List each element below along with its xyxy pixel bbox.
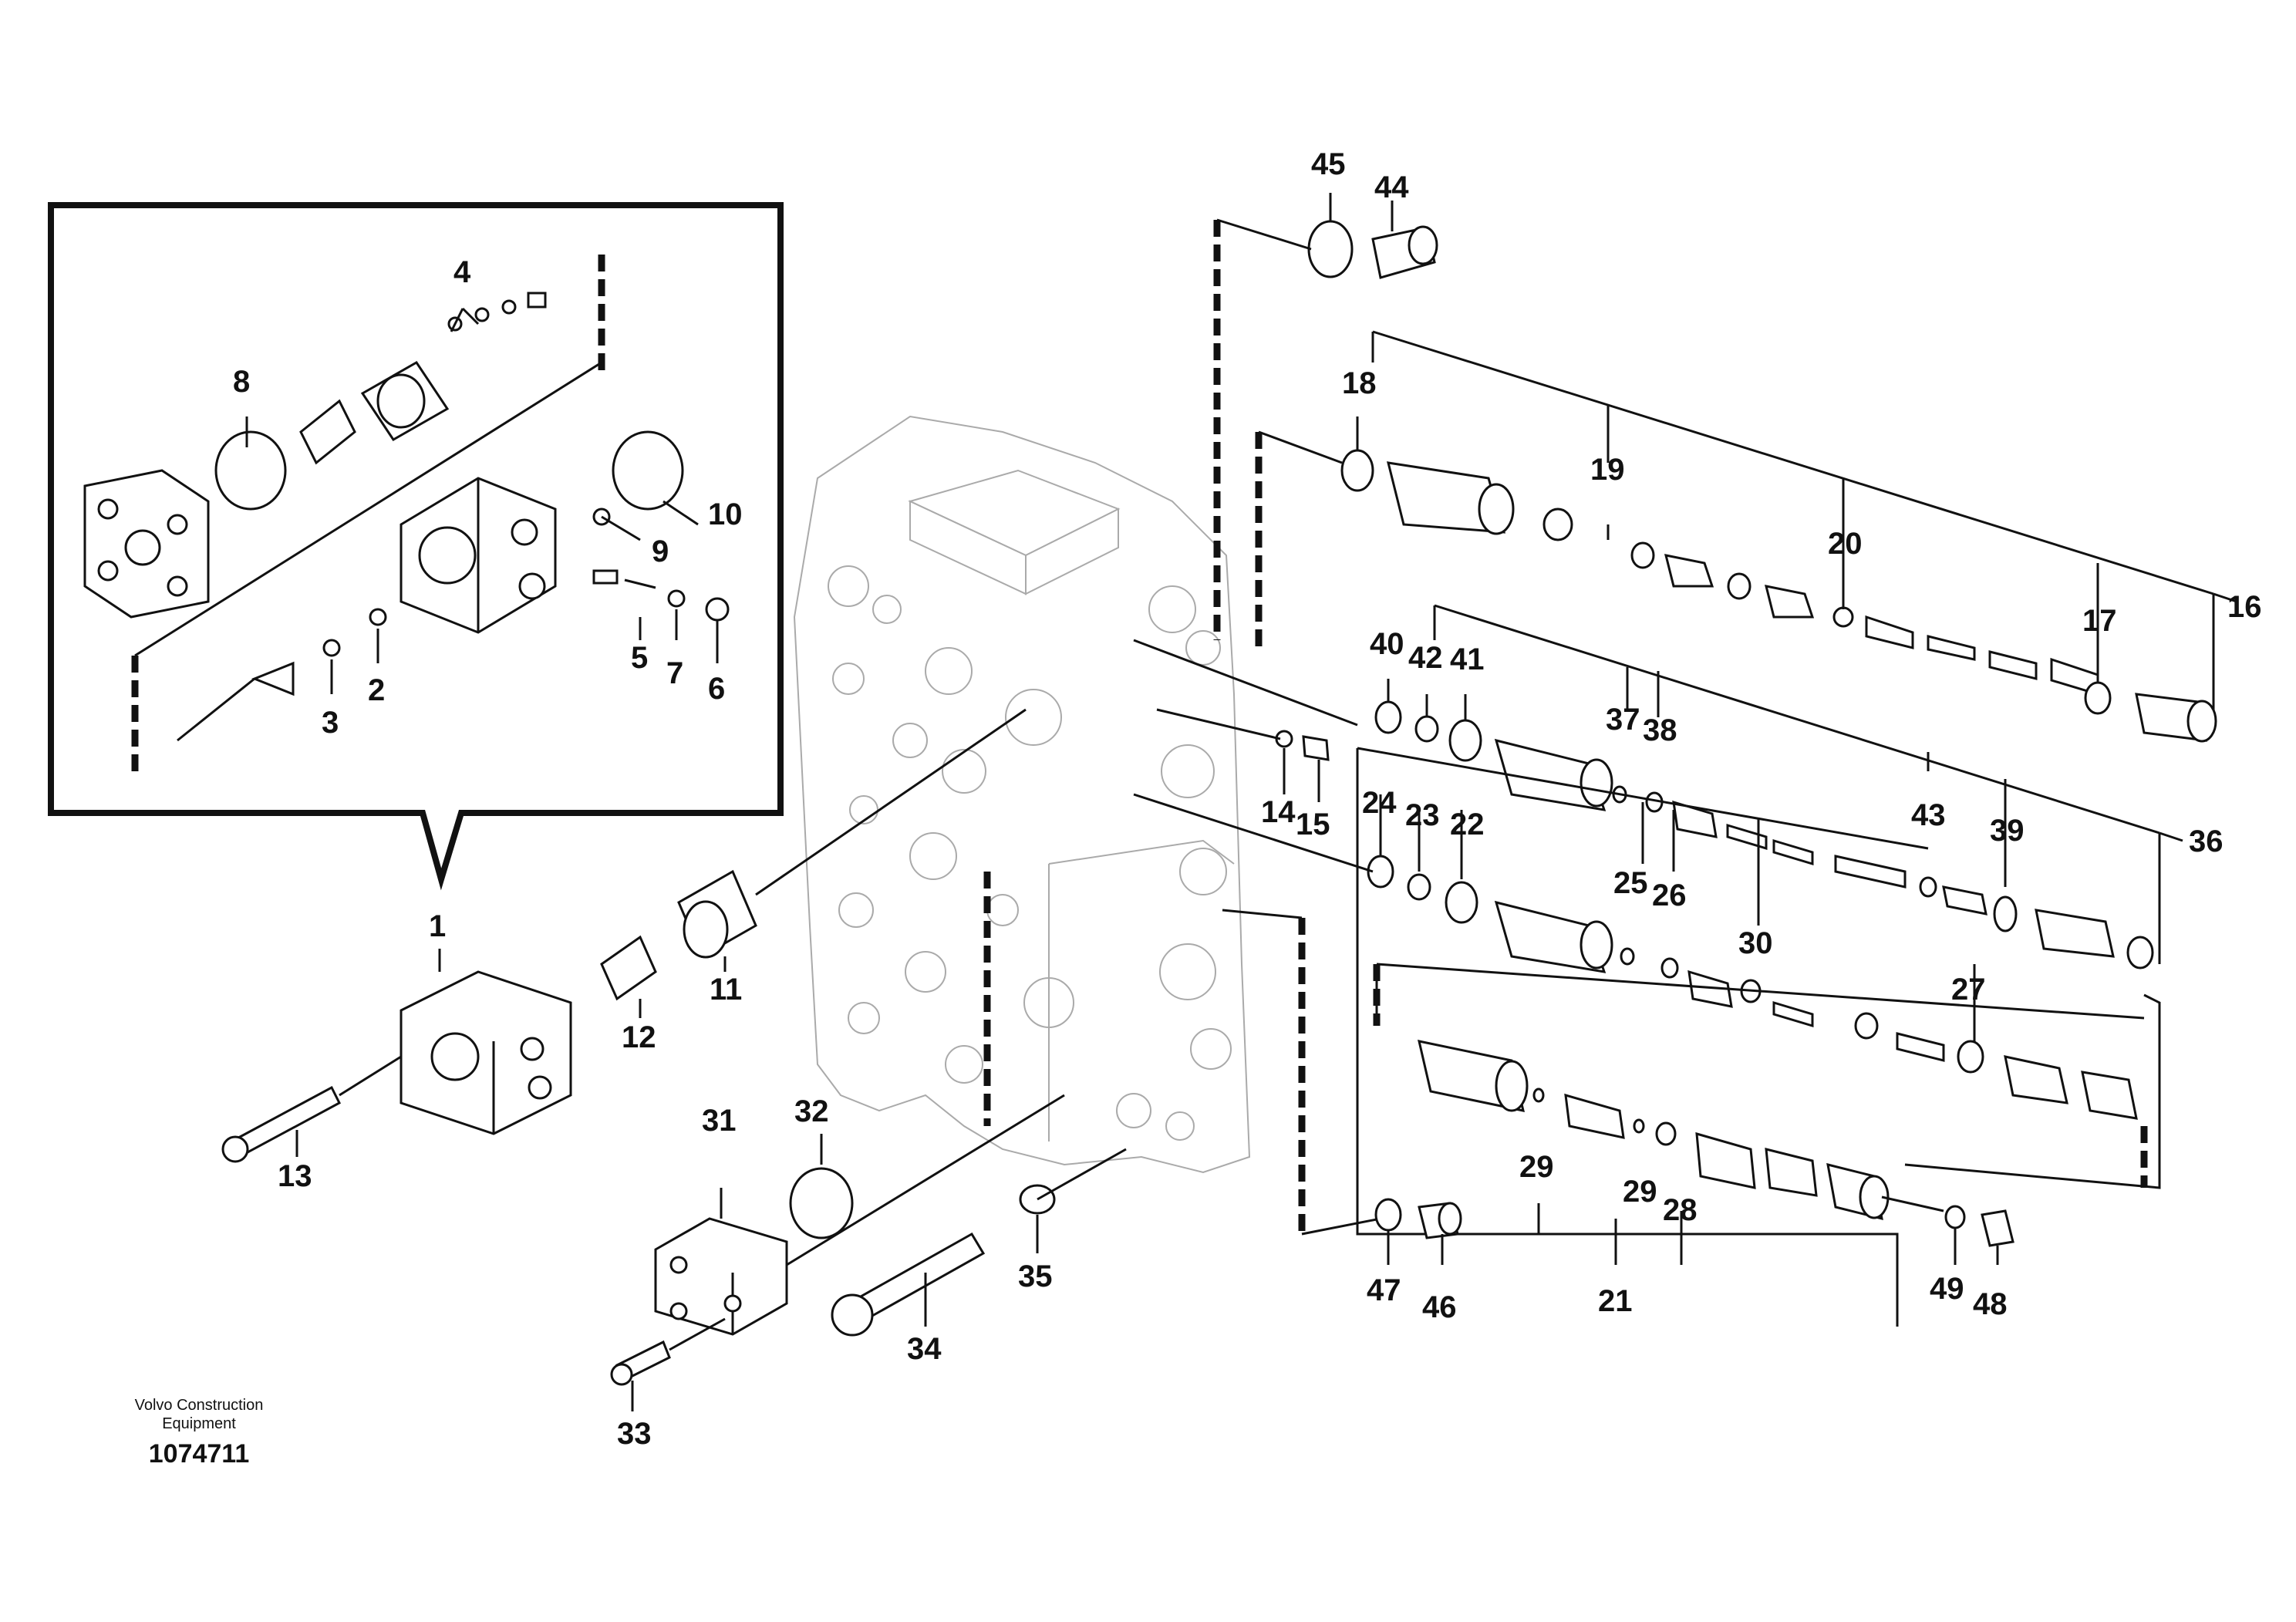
callout-25: 25 [1613, 866, 1648, 900]
callout-2: 2 [368, 673, 385, 707]
callout-17: 17 [2082, 604, 2117, 638]
callout-37: 37 [1606, 703, 1640, 737]
callout-42: 42 [1408, 641, 1443, 675]
callout-31: 31 [702, 1104, 737, 1138]
callout-26: 26 [1652, 878, 1687, 912]
dashed-reference-lines [131, 220, 2148, 1234]
callout-14: 14 [1261, 795, 1296, 829]
callout-12: 12 [622, 1020, 656, 1054]
callout-20: 20 [1828, 527, 1863, 561]
callout-8: 8 [233, 365, 250, 399]
lower-left-assembly [610, 1094, 1127, 1411]
callout-23: 23 [1405, 798, 1440, 832]
callout-38: 38 [1643, 713, 1677, 747]
callout-3: 3 [322, 706, 339, 740]
callout-13: 13 [278, 1159, 312, 1193]
callout-46: 46 [1422, 1290, 1457, 1324]
callout-7: 7 [666, 656, 683, 690]
callout-18: 18 [1342, 366, 1377, 400]
callout-40: 40 [1370, 627, 1404, 661]
callout-35: 35 [1018, 1259, 1053, 1293]
valve-housing [793, 415, 1251, 1174]
callout-45: 45 [1311, 147, 1346, 181]
callout-44: 44 [1374, 170, 1409, 204]
callout-33: 33 [617, 1417, 652, 1451]
callout-9: 9 [652, 534, 669, 568]
callout-43: 43 [1911, 798, 1946, 832]
callout-5: 5 [631, 641, 648, 675]
callout-labels: 1 2 3 4 5 6 7 8 9 10 11 12 13 14 15 16 1… [233, 147, 2262, 1451]
detail-inset-frame [48, 202, 784, 891]
right-assemblies [1133, 193, 2237, 1327]
callout-29a: 29 [1519, 1150, 1554, 1184]
callout-21: 21 [1598, 1284, 1633, 1318]
callout-15: 15 [1296, 808, 1330, 841]
callout-41: 41 [1450, 642, 1485, 676]
brand-line-1: Volvo Construction [135, 1397, 264, 1414]
callout-39: 39 [1990, 814, 2025, 848]
callout-48: 48 [1973, 1287, 2008, 1321]
left-assembly [221, 708, 1027, 1163]
callout-32: 32 [794, 1094, 829, 1128]
callout-30: 30 [1738, 926, 1773, 960]
drawing-number: 1074711 [149, 1439, 250, 1469]
footer: Volvo Construction Equipment 1074711 [135, 1397, 264, 1469]
callout-22: 22 [1450, 808, 1485, 841]
callout-1: 1 [429, 909, 446, 943]
callout-11: 11 [710, 973, 742, 1007]
callout-29b: 29 [1623, 1175, 1657, 1209]
callout-34: 34 [907, 1332, 942, 1366]
callout-4: 4 [453, 255, 471, 289]
callout-19: 19 [1590, 453, 1625, 487]
callout-16: 16 [2227, 590, 2262, 624]
callout-27: 27 [1951, 973, 1986, 1007]
callout-28: 28 [1663, 1193, 1698, 1227]
callout-10: 10 [708, 497, 743, 531]
callout-49: 49 [1930, 1272, 1964, 1306]
callout-36: 36 [2189, 824, 2224, 858]
inset-parts [83, 292, 730, 742]
callout-24: 24 [1362, 786, 1397, 820]
callout-6: 6 [708, 672, 725, 706]
brand-line-2: Equipment [162, 1415, 236, 1432]
callout-47: 47 [1367, 1273, 1401, 1307]
